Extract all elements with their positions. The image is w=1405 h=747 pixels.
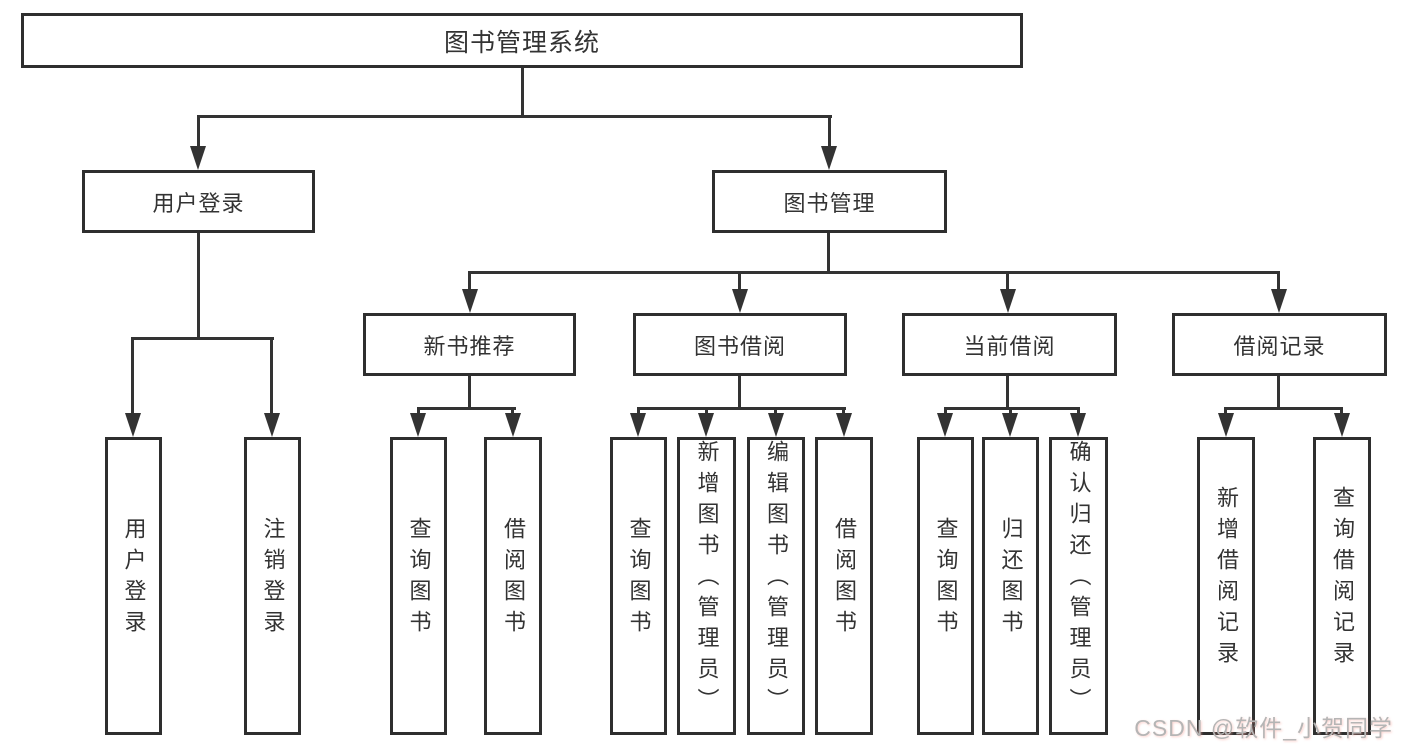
connector-level1-stub-right: [828, 115, 831, 149]
connector-leaf-stub: [1224, 407, 1227, 417]
connector-leaf-stub: [417, 407, 420, 417]
connector-level1-stub-left: [197, 115, 200, 149]
arrow-down-icon: [821, 146, 837, 170]
leaf-return-books: 归还图书: [982, 437, 1039, 735]
leaf-borrow-books-recommend: 借阅图书: [484, 437, 542, 735]
node-book-borrowing: 图书借阅: [633, 313, 847, 376]
connector-current-drop: [1006, 374, 1009, 410]
node-new-book-recommend: 新书推荐: [363, 313, 576, 376]
arrow-down-icon: [410, 413, 426, 437]
arrow-down-icon: [1334, 413, 1350, 437]
node-label: 查询图书: [933, 517, 959, 641]
arrow-down-icon: [768, 413, 784, 437]
arrow-down-icon: [125, 413, 141, 437]
connector-borrowing-drop: [738, 374, 741, 410]
connector-recommend-drop: [468, 374, 471, 410]
leaf-logout: 注销登录: [244, 437, 301, 735]
connector-borrowing-bar: [637, 407, 846, 410]
node-label: 图书借阅: [693, 333, 786, 359]
connector-user-login-drop: [197, 230, 200, 340]
csdn-watermark: CSDN @软件_小贺同学: [1134, 715, 1393, 741]
node-label: 新书推荐: [423, 333, 516, 359]
node-label: 借阅记录: [1233, 333, 1326, 359]
leaf-edit-books-admin: 编辑图书（管理员）: [747, 437, 805, 735]
arrow-down-icon: [698, 413, 714, 437]
node-label: 新增借阅记录: [1214, 486, 1239, 672]
leaf-confirm-return-admin: 确认归还（管理员）: [1049, 437, 1108, 735]
connector-leaf-stub: [1340, 407, 1343, 417]
arrow-down-icon: [462, 289, 478, 313]
connector-leaf-stub: [842, 407, 845, 417]
connector-user-login-stub-right: [270, 337, 273, 417]
node-label: 归还图书: [998, 517, 1024, 641]
arrow-down-icon: [1000, 289, 1016, 313]
node-label: 查询图书: [406, 517, 432, 641]
node-label: 图书管理: [783, 190, 876, 216]
connector-leaf-stub: [944, 407, 947, 417]
connector-leaf-stub: [1009, 407, 1012, 417]
node-label: 借阅图书: [501, 517, 526, 641]
leaf-query-books-recommend: 查询图书: [390, 437, 447, 735]
arrow-down-icon: [836, 413, 852, 437]
node-label: 用户登录: [121, 517, 147, 641]
arrow-down-icon: [937, 413, 953, 437]
arrow-down-icon: [732, 289, 748, 313]
connector-records-bar: [1224, 407, 1343, 410]
connector-root-drop: [521, 65, 524, 117]
node-label: 当前借阅: [963, 333, 1056, 359]
connector-level2-stub-4: [1277, 271, 1280, 293]
leaf-borrow-books-borrowing: 借阅图书: [815, 437, 873, 735]
arrow-down-icon: [1271, 289, 1287, 313]
connector-records-drop: [1277, 374, 1280, 410]
leaf-query-books-borrowing: 查询图书: [610, 437, 667, 735]
connector-user-login-bar: [132, 337, 274, 340]
node-label: 确认归还（管理员）: [1066, 440, 1092, 719]
leaf-add-borrow-record: 新增借阅记录: [1197, 437, 1255, 735]
connector-book-mgmt-drop: [827, 230, 830, 274]
connector-level2-stub-2: [738, 271, 741, 293]
connector-leaf-stub: [1077, 407, 1080, 417]
arrow-down-icon: [190, 146, 206, 170]
node-label: 用户登录: [152, 190, 245, 216]
connector-leaf-stub: [705, 407, 708, 417]
arrow-down-icon: [264, 413, 280, 437]
arrow-down-icon: [505, 413, 521, 437]
node-label: 图书管理系统: [443, 28, 600, 57]
arrow-down-icon: [1218, 413, 1234, 437]
connector-level2-stub-1: [468, 271, 471, 293]
node-label: 编辑图书（管理员）: [764, 440, 789, 719]
node-borrowing-records: 借阅记录: [1172, 313, 1387, 376]
node-current-borrowing: 当前借阅: [902, 313, 1117, 376]
connector-user-login-stub-left: [131, 337, 134, 417]
arrow-down-icon: [1002, 413, 1018, 437]
leaf-query-books-current: 查询图书: [917, 437, 974, 735]
connector-leaf-stub: [511, 407, 514, 417]
connector-leaf-stub: [774, 407, 777, 417]
connector-level2-stub-3: [1006, 271, 1009, 293]
connector-level2-bar: [469, 271, 1280, 274]
leaf-add-books-admin: 新增图书（管理员）: [677, 437, 736, 735]
connector-leaf-stub: [637, 407, 640, 417]
node-label: 查询借阅记录: [1330, 486, 1355, 672]
arrow-down-icon: [630, 413, 646, 437]
leaf-query-borrow-record: 查询借阅记录: [1313, 437, 1371, 735]
connector-recommend-bar: [417, 407, 516, 410]
node-label: 查询图书: [626, 517, 652, 641]
node-user-login: 用户登录: [82, 170, 315, 233]
node-book-management: 图书管理: [712, 170, 947, 233]
connector-level1-bar: [197, 115, 832, 118]
node-label: 借阅图书: [832, 517, 857, 641]
arrow-down-icon: [1070, 413, 1086, 437]
leaf-user-login: 用户登录: [105, 437, 162, 735]
node-label: 注销登录: [260, 517, 286, 641]
node-library-system: 图书管理系统: [21, 13, 1023, 68]
connector-current-bar: [944, 407, 1080, 410]
node-label: 新增图书（管理员）: [694, 440, 720, 719]
